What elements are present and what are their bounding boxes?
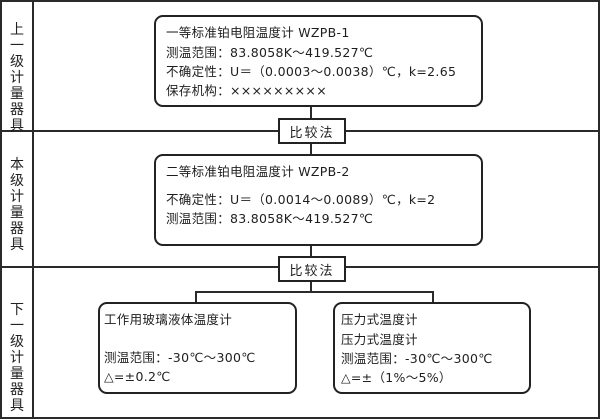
node-title: 二等标准铂电阻温度计 WZPB-2 <box>166 164 350 179</box>
side-label-char: 量 <box>10 366 24 382</box>
side-label-lower-level: 下 一 级 计 量 器 具 <box>2 302 32 414</box>
side-label-char: 本 <box>10 157 24 173</box>
side-label-char: 一 <box>10 38 24 54</box>
side-label-char: 具 <box>10 118 24 134</box>
comparison-method-box-2: 比较法 <box>278 256 346 282</box>
side-label-current-level: 本 级 计 量 器 具 <box>2 157 32 253</box>
glass-liquid-thermometer-node: 工作用玻璃液体温度计 测温范围：-30℃～300℃ △=±0.2℃ <box>98 302 297 394</box>
uncertainty: 不确定性：U＝（0.0003～0.0038）℃，k=2.65 <box>166 64 457 79</box>
side-label-char: 器 <box>10 382 24 398</box>
tolerance: △=±0.2℃ <box>104 369 171 384</box>
pressure-thermometer-node: 压力式温度计 压力式温度计 测温范围：-30℃～300℃ △=±（1%～5%） <box>333 302 531 394</box>
connector-1-top <box>310 105 312 120</box>
measurement-range: 测温范围：-30℃～300℃ <box>341 351 493 366</box>
side-label-char: 计 <box>10 70 24 86</box>
branch-left-drop <box>195 291 197 303</box>
branch-right-drop <box>432 291 434 303</box>
comparison-label: 比较法 <box>289 125 335 141</box>
connector-2-top <box>310 244 312 257</box>
comparison-label: 比较法 <box>289 263 335 279</box>
branch-connector <box>195 291 434 293</box>
connector-2-bottom <box>310 280 312 292</box>
measurement-range: 测温范围：83.8058K～419.527℃ <box>166 211 374 226</box>
side-label-char: 器 <box>10 221 24 237</box>
label-column-divider <box>32 0 34 419</box>
side-label-char: 具 <box>10 398 24 414</box>
side-label-char: 一 <box>10 318 24 334</box>
side-label-char: 上 <box>10 22 24 38</box>
side-label-char: 级 <box>10 173 24 189</box>
current-standard-node: 二等标准铂电阻温度计 WZPB-2 不确定性：U＝（0.0014～0.0089）… <box>154 154 483 246</box>
measurement-range: 测温范围：-30℃～300℃ <box>104 350 256 365</box>
side-label-char: 计 <box>10 189 24 205</box>
side-label-char: 级 <box>10 334 24 350</box>
custodian: 保存机构：××××××××× <box>166 83 327 98</box>
upper-standard-node: 一等标准铂电阻温度计 WZPB-1 测温范围：83.8058K～419.527℃… <box>154 15 483 107</box>
side-label-char: 下 <box>10 302 24 318</box>
node-title: 工作用玻璃液体温度计 <box>104 312 233 327</box>
node-title: 一等标准铂电阻温度计 WZPB-1 <box>166 25 350 40</box>
uncertainty: 不确定性：U＝（0.0014～0.0089）℃，k=2 <box>166 192 436 207</box>
side-label-char: 器 <box>10 102 24 118</box>
comparison-method-box-1: 比较法 <box>278 118 346 144</box>
node-subtitle: 压力式温度计 <box>341 332 418 347</box>
side-label-upper-level: 上 一 级 计 量 器 具 <box>2 22 32 134</box>
tolerance: △=±（1%～5%） <box>341 370 452 385</box>
measurement-range: 测温范围：83.8058K～419.527℃ <box>166 45 374 60</box>
side-label-char: 具 <box>10 237 24 253</box>
node-title: 压力式温度计 <box>341 312 418 327</box>
side-label-char: 级 <box>10 54 24 70</box>
connector-1-bottom <box>310 142 312 155</box>
side-label-char: 量 <box>10 86 24 102</box>
side-label-char: 量 <box>10 205 24 221</box>
side-label-char: 计 <box>10 350 24 366</box>
